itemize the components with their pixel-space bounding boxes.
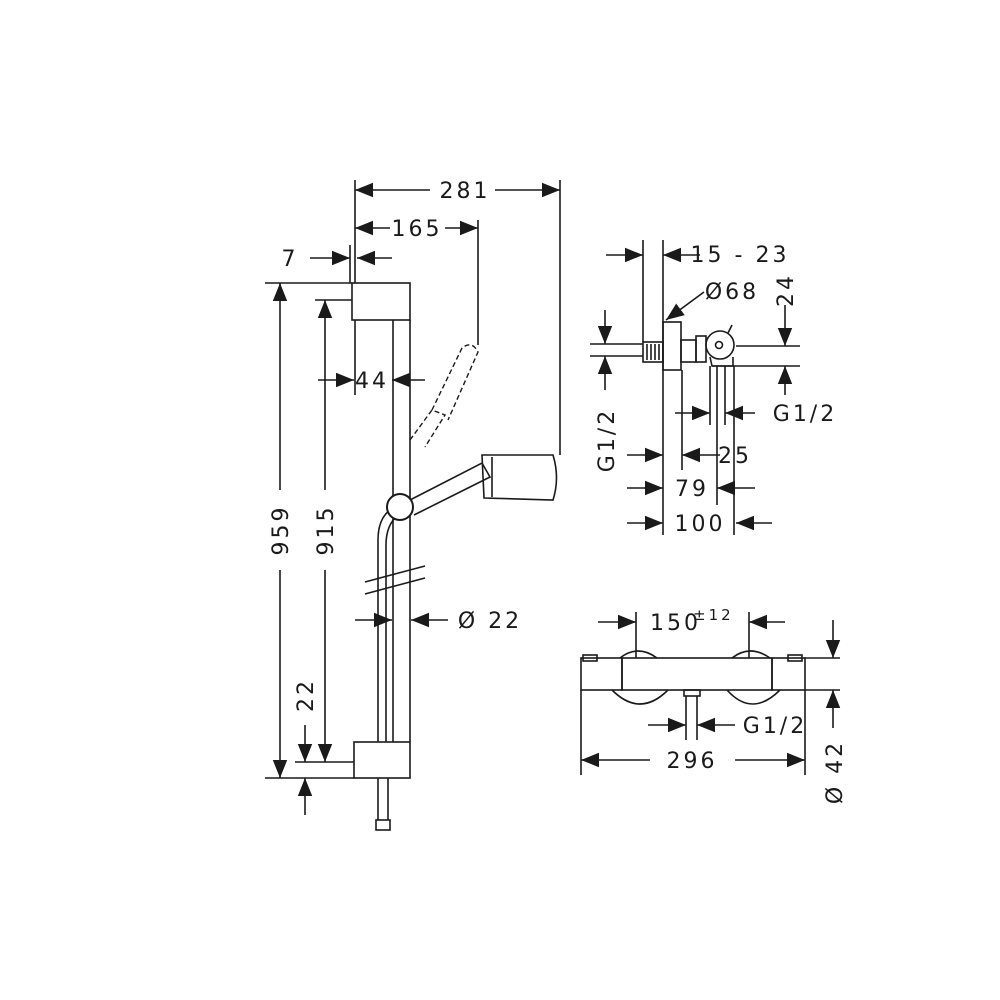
dim-front-outlet-thread: G1/2 [743, 714, 807, 739]
handshower-tilted [409, 409, 447, 448]
dim-959: 959 [269, 505, 294, 556]
thermostat-side [590, 240, 800, 535]
shower-rail [351, 282, 558, 831]
slider [386, 493, 414, 521]
rail-dimensions: 281 165 7 44 959 915 22 Ø 22 [265, 179, 561, 815]
dim-150-tolerance: ±12 [693, 606, 734, 624]
side-dimensions: 15 - 23 Ø68 24 G1/2 G1/2 25 79 100 [595, 243, 837, 537]
dim-22: 22 [294, 678, 319, 712]
dim-915: 915 [314, 505, 339, 556]
dim-150: 150 [650, 611, 701, 636]
dim-outlet-thread: G1/2 [773, 402, 837, 427]
dim-body-diameter: Ø 42 [823, 740, 848, 804]
thermostat-body [621, 657, 773, 691]
rosette [662, 321, 682, 371]
dim-15-23: 15 - 23 [691, 243, 790, 268]
dim-165: 165 [392, 217, 443, 242]
dim-24: 24 [774, 273, 799, 307]
thermostat-knob [705, 330, 735, 360]
top-bracket [351, 282, 411, 321]
dim-296: 296 [667, 749, 718, 774]
front-dimensions: 150 ±12 G1/2 296 Ø 42 [581, 606, 848, 804]
dim-100: 100 [675, 512, 726, 537]
dim-281: 281 [440, 179, 491, 204]
dim-25: 25 [718, 444, 752, 469]
handshower-handle [409, 461, 492, 516]
dim-79: 79 [675, 477, 709, 502]
dim-inlet-thread: G1/2 [595, 408, 620, 472]
dim-7: 7 [282, 247, 299, 272]
dim-rosette-diameter: Ø68 [705, 280, 759, 305]
dim-rail-diameter: Ø 22 [458, 609, 522, 634]
dim-44: 44 [355, 369, 389, 394]
bottom-bracket [353, 741, 411, 779]
handshower-head [481, 454, 558, 501]
